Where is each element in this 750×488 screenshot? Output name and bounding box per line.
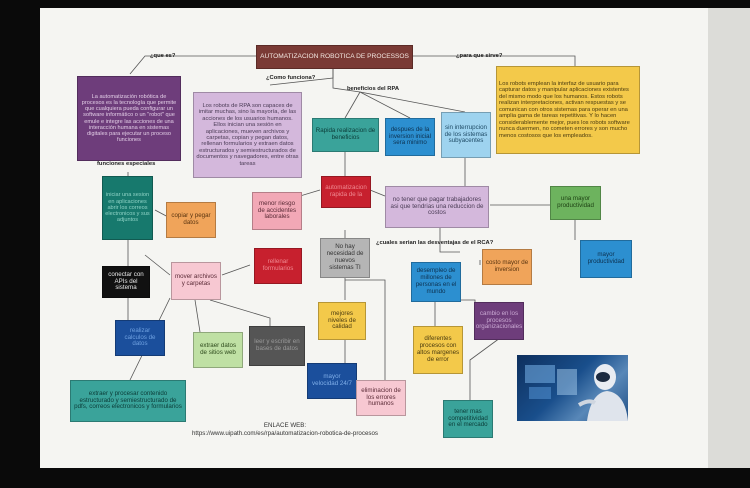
label-funciones: funciones especiales	[97, 161, 156, 167]
box-diferentes: diferentes procesos con altos margenes d…	[413, 326, 463, 374]
box-leer-escribir: leer y escribir en bases de datos	[249, 326, 305, 366]
box-menor-riesgo: menor riesgo de accidentes laborales	[252, 192, 302, 230]
box-conectar: conectar con APIs del sistema	[102, 266, 150, 298]
box-funciones: iniciar una sesion en aplicaciones abrir…	[102, 176, 153, 240]
connector	[369, 189, 386, 197]
box-costo: costo mayor de inversion	[482, 249, 532, 285]
box-api-sub: realizar calculos de datos	[115, 320, 165, 356]
connector	[439, 228, 460, 253]
box-copiar: copiar y pegar datos	[166, 202, 216, 238]
connector	[221, 264, 251, 276]
label-que-es: ¿que es?	[150, 53, 176, 59]
box-extraer-web: extraer datos de sitios web	[193, 332, 243, 368]
connector	[344, 91, 361, 119]
box-cambio: cambio en los procesos organizacionales	[474, 302, 524, 340]
box-no-necesidad: No hay necesidad de nuevos sistemas TI	[320, 238, 370, 278]
robot-photo	[517, 355, 628, 421]
paper-margin	[708, 8, 750, 468]
connector	[359, 91, 411, 119]
box-mover-sub: rellenar formularios	[254, 248, 302, 284]
box-que-es: La automatización robótica de procesos e…	[77, 76, 181, 161]
box-eliminacion: eliminacion de los errores humanos	[356, 380, 406, 416]
box-despues: despues de la inversion inicial sera min…	[385, 118, 435, 156]
robot-illustration	[517, 355, 628, 421]
box-desempleo: desempleo de millones de personas en el …	[411, 262, 461, 302]
connector	[332, 69, 361, 93]
box-mayor-productividad: mayor productividad	[580, 240, 632, 278]
box-mover: mover archivos y carpetas	[171, 262, 221, 300]
title-box: AUTOMATIZACION ROBOTICA DE PROCESSOS	[256, 45, 413, 69]
box-mejores: mejores niveles de calidad	[318, 302, 366, 340]
box-red: automatizacion rapida de la	[321, 176, 371, 208]
label-desventajas: ¿cuales serian las desventajas de el RCA…	[376, 240, 494, 246]
connector	[359, 91, 466, 113]
box-sin-interrupcion: sin interrupcion de los sistemas subyace…	[441, 112, 491, 158]
connector	[144, 254, 171, 276]
connector	[345, 279, 386, 380]
box-rapida: Rapida realizacion de beneficios	[312, 118, 379, 152]
page-title: AUTOMATIZACION ROBOTICA DE PROCESSOS	[260, 53, 409, 61]
label-como: ¿Como funciona?	[266, 75, 316, 81]
label-beneficios: beneficios del RPA	[347, 86, 400, 92]
connector	[460, 299, 476, 310]
connector	[469, 337, 501, 400]
box-no-pagar: no tener que pagar trabajadores asi que …	[385, 186, 489, 228]
box-extraer-pdf: extraer y procesar contenido estructurad…	[70, 380, 186, 422]
connector	[209, 299, 271, 326]
footer-label: ENLACE WEB:	[263, 422, 307, 429]
box-competitividad: tener mas competitividad en el mercado	[443, 400, 493, 438]
box-blue-small: mayor velocidad 24/7	[307, 363, 357, 399]
box-como: Los robots de RPA son capaces de imitar …	[193, 92, 302, 178]
box-productividad: una mayor productividad	[550, 186, 601, 220]
connector	[129, 55, 256, 75]
label-para-que: ¿para que sirve?	[456, 53, 503, 59]
footer-link[interactable]: ENLACE WEB: https://www.uipath.com/es/rp…	[180, 422, 390, 438]
footer-url[interactable]: https://www.uipath.com/es/rpa/automatiza…	[191, 430, 379, 438]
connector	[194, 299, 201, 333]
connector	[299, 189, 321, 210]
box-para-que: Los robots emplean la interfaz de usuari…	[496, 66, 640, 154]
connector	[413, 55, 576, 66]
